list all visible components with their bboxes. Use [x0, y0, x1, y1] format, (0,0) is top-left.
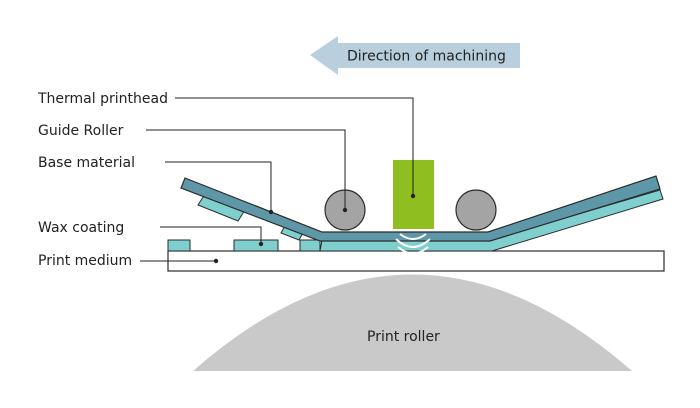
label-guide-roller: Guide Roller	[38, 123, 348, 213]
label-base-material: Base material	[38, 155, 274, 215]
guide-roller-label: Guide Roller	[38, 123, 124, 139]
wax-deposit	[299, 239, 321, 252]
wax-coating-label: Wax coating	[38, 220, 124, 236]
ribbon-base-material	[180, 175, 661, 242]
wax-deposit	[233, 239, 279, 252]
wax-deposits	[167, 239, 321, 252]
direction-arrow: Direction of machining	[310, 36, 520, 75]
base-material-label: Base material	[38, 155, 135, 171]
print-roller: Print roller	[193, 274, 632, 371]
label-thermal-printhead: Thermal printhead	[37, 91, 416, 199]
heat-waves-icon	[395, 233, 431, 255]
label-print-medium: Print medium	[38, 253, 219, 269]
direction-arrow-shape	[310, 36, 520, 75]
direction-label: Direction of machining	[347, 49, 506, 65]
wax-deposit	[167, 239, 191, 252]
print-roller-shape	[193, 274, 632, 371]
guide-roller-right	[455, 189, 497, 231]
print-roller-label: Print roller	[367, 329, 440, 345]
print-medium-label: Print medium	[38, 253, 132, 269]
thermal-printhead-label: Thermal printhead	[37, 91, 168, 107]
label-wax-coating: Wax coating	[38, 220, 264, 247]
